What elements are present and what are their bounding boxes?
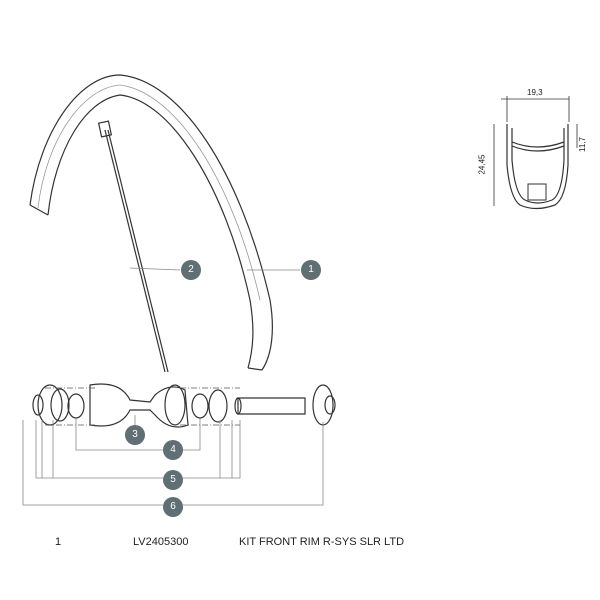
callout-6: 6: [163, 497, 183, 517]
callout-1: 1: [301, 260, 321, 280]
spoke: [97, 120, 169, 373]
part-number: 1: [55, 536, 62, 548]
callout-2: 2: [181, 260, 201, 280]
leader-lines: [22, 267, 324, 506]
part-ref: LV2405300: [133, 536, 189, 548]
part-description: KIT FRONT RIM R-SYS SLR LTD: [239, 536, 405, 548]
dimension-width: 19,3: [527, 88, 543, 97]
callout-3: 3: [125, 425, 145, 445]
dimension-height: 24,45: [477, 154, 487, 175]
dimension-inner: 11,7: [577, 137, 587, 152]
rim: [29, 74, 273, 371]
rim-profile: [493, 96, 578, 210]
callout-4: 4: [163, 440, 183, 460]
callout-5: 5: [163, 470, 183, 490]
hub: [32, 383, 336, 428]
